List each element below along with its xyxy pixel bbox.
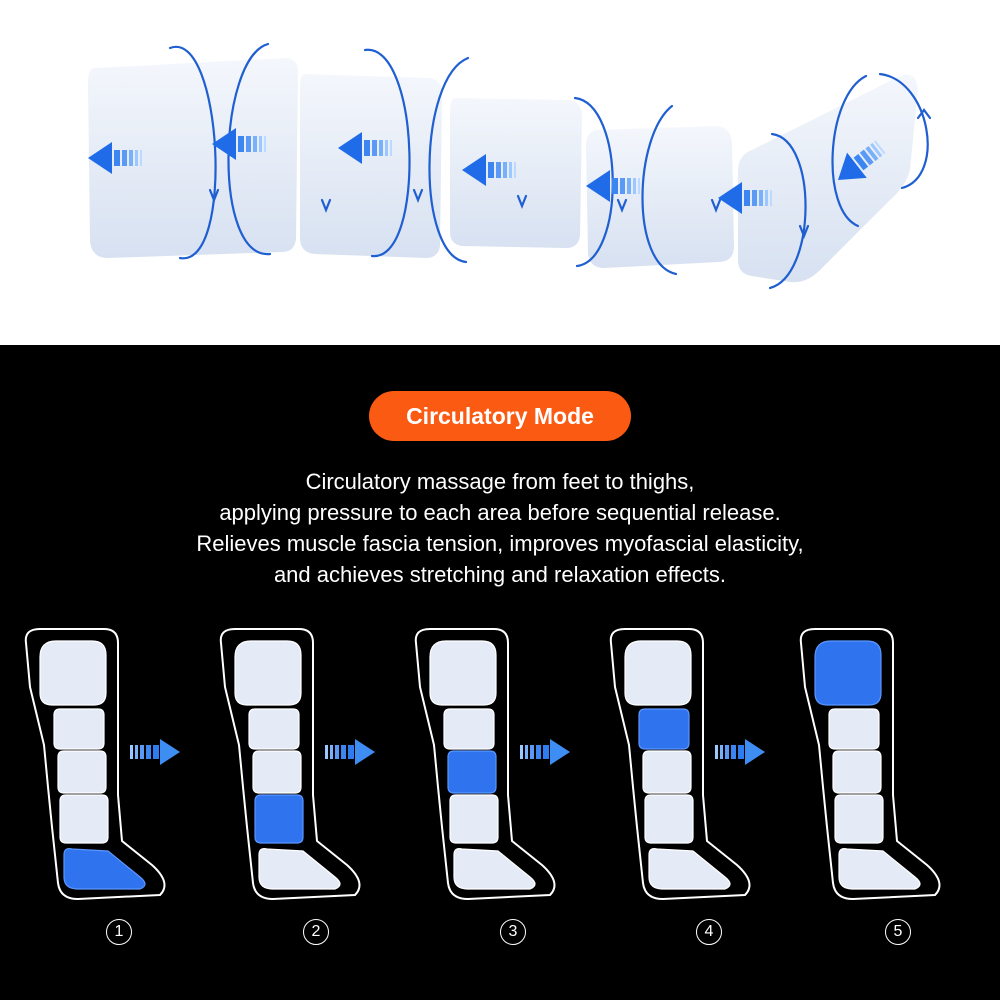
sleeve-outline xyxy=(609,628,751,900)
sleeve-outline xyxy=(219,628,361,900)
chamber-thigh xyxy=(234,640,302,706)
chamber-calf xyxy=(642,750,692,794)
leg-sleeve-stage-1 xyxy=(24,628,166,900)
mode-info-panel: Circulatory Mode Circulatory massage fro… xyxy=(0,345,1000,1000)
description-line: and achieves stretching and relaxation e… xyxy=(273,562,727,587)
pressure-flow-illustration xyxy=(0,0,1000,345)
sleeve-outline xyxy=(414,628,556,900)
stage-number-5: 5 xyxy=(885,919,911,945)
chamber-knee xyxy=(443,708,495,750)
leg-sleeve-stage-4 xyxy=(609,628,751,900)
chamber-calf xyxy=(252,750,302,794)
chamber-ankle xyxy=(644,794,694,844)
sleeve-outline xyxy=(24,628,166,900)
chamber-knee-active xyxy=(638,708,690,750)
leg-sleeve-stage-3 xyxy=(414,628,556,900)
flow-arrows xyxy=(88,128,886,214)
mode-description: Circulatory massage from feet to thighs,… xyxy=(0,466,1000,590)
stage-arrow-icon xyxy=(520,739,570,765)
description-line: Circulatory massage from feet to thighs, xyxy=(305,469,695,494)
chamber-ankle-active xyxy=(254,794,304,844)
chamber-knee xyxy=(828,708,880,750)
chamber-foot xyxy=(258,848,341,890)
leg-sleeve-stage-5 xyxy=(799,628,941,900)
chamber-calf-active xyxy=(447,750,497,794)
stage-arrow-icon xyxy=(130,739,180,765)
stage-arrow-icon xyxy=(715,739,765,765)
stage-arrow-icon xyxy=(325,739,375,765)
description-line: Relieves muscle fascia tension, improves… xyxy=(196,531,804,556)
circulation-rings xyxy=(168,42,932,290)
chamber-knee xyxy=(53,708,105,750)
sleeve-outline xyxy=(799,628,941,900)
stage-number-4: 4 xyxy=(696,919,722,945)
leg-sleeve-stage-2 xyxy=(219,628,361,900)
chamber-foot xyxy=(648,848,731,890)
chamber-thigh-active xyxy=(814,640,882,706)
chamber-thigh xyxy=(429,640,497,706)
stage-number-1: 1 xyxy=(106,919,132,945)
chamber-ankle xyxy=(59,794,109,844)
chamber-calf xyxy=(832,750,882,794)
chamber-foot xyxy=(453,848,536,890)
chamber-foot-active xyxy=(63,848,146,890)
chamber-thigh xyxy=(624,640,692,706)
chamber-ankle xyxy=(449,794,499,844)
chamber-calf xyxy=(57,750,107,794)
description-line: applying pressure to each area before se… xyxy=(219,500,781,525)
chamber-foot xyxy=(838,848,921,890)
chamber-ankle xyxy=(834,794,884,844)
air-chamber-flow-graphic xyxy=(88,42,932,290)
chamber-thigh xyxy=(39,640,107,706)
stage-number-2: 2 xyxy=(303,919,329,945)
stage-number-3: 3 xyxy=(500,919,526,945)
mode-badge: Circulatory Mode xyxy=(369,391,631,441)
stage-sequence xyxy=(24,628,941,900)
chamber-knee xyxy=(248,708,300,750)
